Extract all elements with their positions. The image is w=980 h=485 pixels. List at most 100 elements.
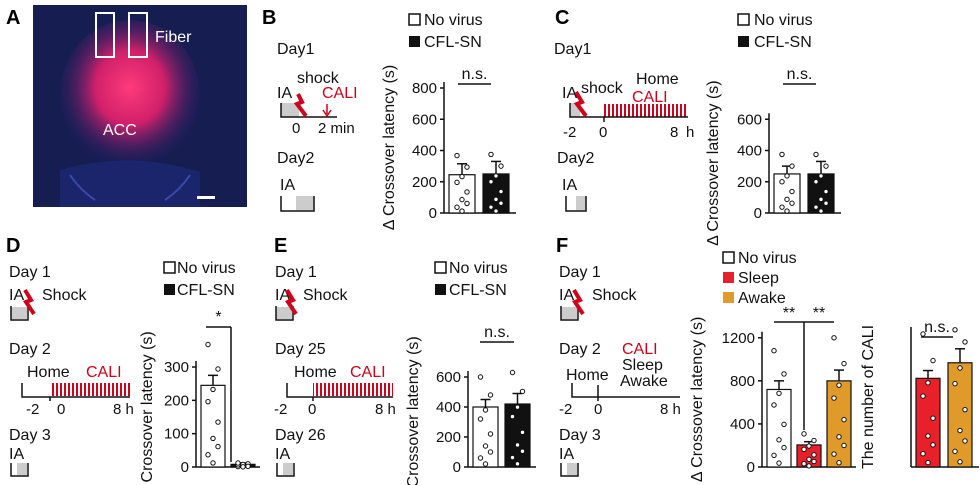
day-label: Day2 bbox=[277, 150, 314, 167]
day-label: Day 2 bbox=[9, 341, 51, 358]
y-tick-label: 800 bbox=[730, 373, 755, 390]
panel-label-d: D bbox=[6, 235, 20, 257]
sleep-label: Sleep bbox=[622, 357, 663, 374]
data-point bbox=[459, 196, 465, 203]
y-tick-label: 600 bbox=[436, 369, 461, 386]
data-point bbox=[957, 365, 963, 371]
y-tick-label: 600 bbox=[737, 111, 762, 128]
data-point bbox=[771, 452, 777, 459]
data-point bbox=[498, 200, 504, 206]
data-point bbox=[776, 437, 782, 443]
bar bbox=[773, 173, 801, 214]
legend-label: No virus bbox=[177, 260, 236, 277]
protocol-b: Day1 IA shock CALI 0 2 min Day2 IA bbox=[277, 41, 358, 212]
day-label: Day 26 bbox=[275, 427, 326, 444]
y-tick-label: 400 bbox=[436, 399, 461, 416]
data-point bbox=[823, 163, 829, 169]
y-axis-label: Δ Crossover latency (s) bbox=[405, 336, 422, 485]
data-point bbox=[831, 335, 837, 341]
bar bbox=[200, 384, 226, 468]
data-point bbox=[811, 458, 817, 465]
data-point bbox=[509, 454, 516, 461]
cali-hatch bbox=[313, 383, 393, 396]
legend-label: CFL-SN bbox=[177, 282, 235, 299]
shock-label: Shock bbox=[303, 287, 348, 304]
tick-label: 8 h bbox=[375, 401, 396, 418]
data-point bbox=[477, 374, 484, 380]
y-axis-label: The number of CALI bbox=[860, 325, 877, 469]
data-point bbox=[779, 179, 785, 185]
lightning-icon bbox=[573, 90, 588, 118]
data-point bbox=[493, 173, 499, 179]
data-point bbox=[245, 463, 251, 470]
data-point bbox=[482, 443, 489, 449]
legend-label: CFL-SN bbox=[449, 282, 507, 299]
data-point bbox=[509, 413, 516, 420]
shock-label: Shock bbox=[592, 287, 637, 304]
data-point bbox=[498, 188, 504, 195]
data-point bbox=[818, 208, 824, 214]
ia-label: IA bbox=[275, 446, 290, 463]
bar bbox=[766, 388, 792, 468]
data-point bbox=[779, 204, 785, 210]
data-point bbox=[519, 448, 526, 454]
ia-label: IA bbox=[559, 446, 574, 463]
data-point bbox=[459, 173, 465, 180]
y-tick-label: 0 bbox=[747, 459, 755, 476]
data-point bbox=[215, 443, 221, 450]
significance-label: n.s. bbox=[787, 66, 813, 83]
y-tick-label: 100 bbox=[164, 426, 189, 443]
data-point bbox=[841, 442, 847, 449]
data-point bbox=[514, 404, 521, 410]
cali-label: CALI bbox=[322, 85, 358, 102]
day-label: Day 1 bbox=[9, 264, 51, 281]
tick-label: 2 min bbox=[318, 120, 355, 137]
data-point bbox=[925, 433, 931, 439]
tick-label: -2 bbox=[26, 401, 39, 418]
data-point bbox=[920, 331, 926, 337]
bar bbox=[826, 380, 852, 468]
data-point bbox=[920, 393, 926, 399]
data-point bbox=[454, 204, 460, 210]
data-point bbox=[210, 435, 216, 442]
data-point bbox=[488, 179, 494, 185]
day-label: Day1 bbox=[554, 41, 591, 58]
bar bbox=[947, 362, 973, 468]
day-label: Day 3 bbox=[559, 427, 601, 444]
data-point bbox=[454, 152, 460, 159]
protocol-e: Day 1 IA Shock Day 25 Home CALI -2 0 8 h… bbox=[274, 264, 396, 477]
y-tick-label: 300 bbox=[164, 359, 189, 376]
ia-label: IA bbox=[9, 287, 24, 304]
data-point bbox=[482, 407, 489, 413]
day-label: Day 3 bbox=[9, 427, 51, 444]
data-point bbox=[806, 463, 812, 469]
data-point bbox=[459, 208, 465, 214]
cali-hatch bbox=[50, 383, 130, 396]
day-label: Day1 bbox=[277, 41, 314, 58]
panel-label-f: F bbox=[556, 235, 568, 257]
cali-label: CALI bbox=[632, 89, 668, 106]
data-point bbox=[781, 371, 787, 377]
data-point bbox=[487, 449, 494, 455]
bar bbox=[482, 173, 510, 214]
lightning-icon bbox=[571, 288, 585, 316]
y-tick-label: 600 bbox=[412, 111, 437, 128]
data-point bbox=[806, 443, 812, 449]
legend-f: No virus Sleep Awake bbox=[722, 250, 797, 307]
data-point bbox=[930, 442, 936, 448]
data-point bbox=[776, 460, 782, 466]
y-tick-label: 200 bbox=[737, 174, 762, 191]
data-point bbox=[205, 452, 211, 458]
data-point bbox=[823, 200, 829, 206]
y-tick-label: 0 bbox=[181, 459, 189, 476]
significance-label: n.s. bbox=[484, 324, 510, 341]
tick-label: 0 bbox=[599, 124, 607, 141]
fiber-label: Fiber bbox=[155, 29, 192, 46]
data-point bbox=[488, 151, 494, 158]
day-label: Day 2 bbox=[559, 341, 601, 358]
tick-label: 8 bbox=[670, 124, 678, 141]
tick-label: 0 bbox=[594, 401, 602, 418]
data-point bbox=[801, 460, 807, 467]
data-point bbox=[811, 437, 817, 444]
